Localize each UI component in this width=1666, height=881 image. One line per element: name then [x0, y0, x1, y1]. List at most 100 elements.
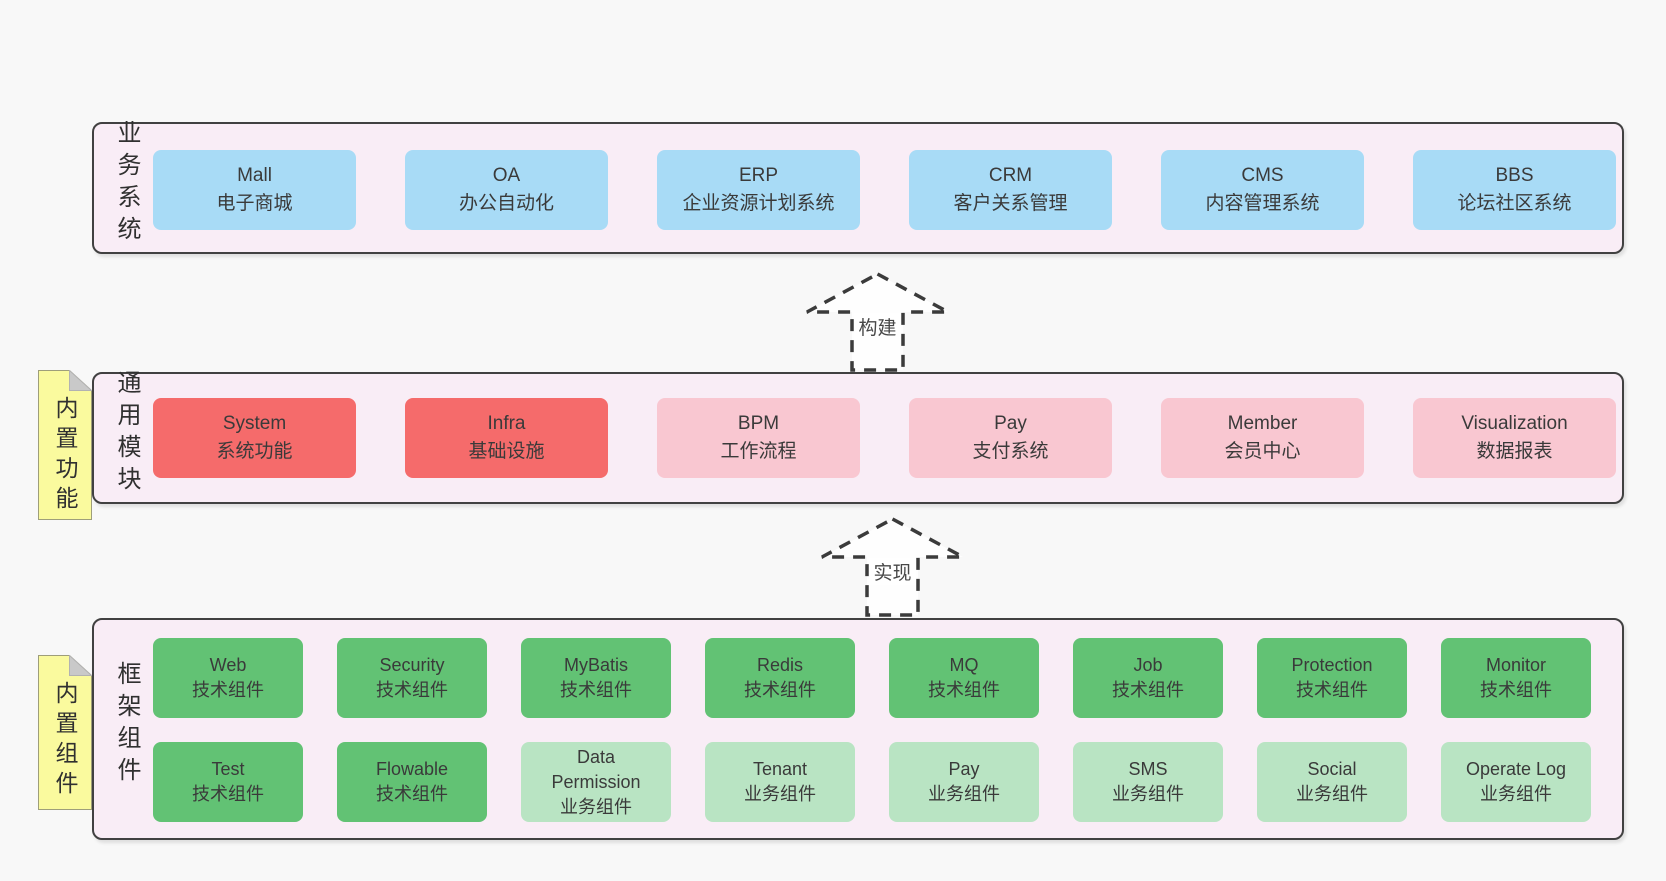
box-desc: 办公自动化 — [458, 193, 554, 214]
sticky-note-shape — [38, 370, 92, 520]
box-social: Social 业务组件 — [1257, 742, 1407, 822]
box-monitor: Monitor 技术组件 — [1441, 638, 1591, 718]
box-data-permission: Data Permission 业务组件 — [521, 742, 671, 822]
box-desc: 工作流程 — [720, 441, 797, 462]
box-name: Visualization — [1461, 413, 1568, 434]
box-name: SMS — [1128, 759, 1168, 779]
box-name: Pay — [994, 413, 1027, 434]
box-flowable: Flowable 技术组件 — [337, 742, 487, 822]
sticky-note-shape — [38, 655, 92, 810]
box-name: Social — [1307, 759, 1357, 779]
box-name: Redis — [756, 655, 804, 675]
box-desc: 技术组件 — [1480, 680, 1552, 700]
box-name: OA — [492, 165, 521, 186]
box-desc: 技术组件 — [192, 680, 264, 700]
box-system: System 系统功能 — [153, 398, 356, 478]
box-desc: 系统功能 — [216, 441, 293, 462]
box-name: Protection — [1291, 655, 1373, 675]
box-name: BPM — [737, 413, 780, 434]
fold-corner-icon — [69, 370, 92, 391]
box-desc: 企业资源计划系统 — [682, 193, 835, 214]
box-name: Job — [1133, 655, 1163, 675]
box-name: CRM — [988, 165, 1033, 186]
box-name: Test — [211, 759, 245, 779]
box-infra: Infra 基础设施 — [405, 398, 608, 478]
box-security: Security 技术组件 — [337, 638, 487, 718]
box-desc: 业务组件 — [1296, 784, 1368, 804]
sticky-note-text: 内置功能 — [52, 396, 78, 516]
sticky-note-built-in-functions: 内置功能 — [38, 370, 92, 520]
box-redis: Redis 技术组件 — [705, 638, 855, 718]
box-desc: 业务组件 — [1480, 784, 1552, 804]
box-desc: 业务组件 — [928, 784, 1000, 804]
box-name: ERP — [738, 165, 779, 186]
box-name: MyBatis — [563, 655, 628, 675]
box-test: Test 技术组件 — [153, 742, 303, 822]
box-sms: SMS 业务组件 — [1073, 742, 1223, 822]
box-operate-log: Operate Log 业务组件 — [1441, 742, 1591, 822]
box-desc: 电子商城 — [216, 193, 293, 214]
box-web: Web 技术组件 — [153, 638, 303, 718]
box-name: Pay — [948, 759, 980, 779]
arrow-implement-label: 实现 — [820, 558, 965, 585]
arrow-build-label: 构建 — [805, 313, 950, 340]
box-crm: CRM 客户关系管理 — [909, 150, 1112, 230]
panel-components-label: 框架组件 — [113, 661, 140, 789]
box-oa: OA 办公自动化 — [405, 150, 608, 230]
box-desc: 会员中心 — [1224, 441, 1301, 462]
panel-framework-components: 框架组件 Web 技术组件 Security 技术组件 MyBatis 技术组件… — [92, 618, 1624, 840]
box-desc: 论坛社区系统 — [1457, 193, 1572, 214]
sticky-note-text: 内置组件 — [52, 681, 78, 801]
panel-business-label: 业务系统 — [113, 120, 140, 248]
box-desc: 技术组件 — [744, 680, 816, 700]
box-erp: ERP 企业资源计划系统 — [657, 150, 860, 230]
box-desc: 支付系统 — [972, 441, 1049, 462]
box-pay-biz: Pay 业务组件 — [889, 742, 1039, 822]
box-desc: 基础设施 — [468, 441, 545, 462]
box-protection: Protection 技术组件 — [1257, 638, 1407, 718]
box-name: Security — [379, 655, 445, 675]
box-desc: 技术组件 — [928, 680, 1000, 700]
box-desc: 内容管理系统 — [1205, 193, 1320, 214]
box-name: Web — [209, 655, 247, 675]
components-row-1: Web 技术组件 Security 技术组件 MyBatis 技术组件 Redi… — [153, 638, 1591, 718]
box-desc: 业务组件 — [744, 784, 816, 804]
box-name: MQ — [949, 655, 979, 675]
box-name: System — [222, 413, 287, 434]
panel-business-systems: 业务系统 Mall 电子商城 OA 办公自动化 ERP 企业资源计划系统 CRM… — [92, 120, 1624, 254]
box-name: Operate Log — [1465, 759, 1567, 779]
box-name: Monitor — [1485, 655, 1547, 675]
panel-modules-label: 通用模块 — [113, 370, 140, 498]
box-desc: 技术组件 — [376, 784, 448, 804]
box-desc: 数据报表 — [1476, 441, 1553, 462]
box-desc: 技术组件 — [376, 680, 448, 700]
box-name: Data Permission — [551, 746, 641, 792]
components-row-2: Test 技术组件 Flowable 技术组件 Data Permission … — [153, 742, 1591, 822]
box-pay: Pay 支付系统 — [909, 398, 1112, 478]
box-bpm: BPM 工作流程 — [657, 398, 860, 478]
box-mybatis: MyBatis 技术组件 — [521, 638, 671, 718]
box-desc: 技术组件 — [1112, 680, 1184, 700]
box-name: CMS — [1241, 165, 1284, 186]
box-desc: 业务组件 — [1112, 784, 1184, 804]
panel-common-modules: 通用模块 System 系统功能 Infra 基础设施 BPM 工作流程 Pay… — [92, 370, 1624, 504]
box-desc: 客户关系管理 — [953, 193, 1068, 214]
box-member: Member 会员中心 — [1161, 398, 1364, 478]
box-name: Member — [1227, 413, 1298, 434]
box-desc: 技术组件 — [1296, 680, 1368, 700]
business-box-row: Mall 电子商城 OA 办公自动化 ERP 企业资源计划系统 CRM 客户关系… — [153, 150, 1616, 230]
box-name: BBS — [1495, 165, 1534, 186]
box-desc: 业务组件 — [560, 796, 632, 817]
sticky-note-built-in-components: 内置组件 — [38, 655, 92, 810]
box-name: Mall — [237, 165, 272, 186]
box-mq: MQ 技术组件 — [889, 638, 1039, 718]
box-job: Job 技术组件 — [1073, 638, 1223, 718]
box-name: Infra — [487, 413, 526, 434]
box-cms: CMS 内容管理系统 — [1161, 150, 1364, 230]
box-bbs: BBS 论坛社区系统 — [1413, 150, 1616, 230]
up-arrow-build: 构建 — [805, 272, 950, 372]
box-desc: 技术组件 — [192, 784, 264, 804]
box-name: Tenant — [752, 759, 808, 779]
box-name: Flowable — [375, 759, 449, 779]
box-tenant: Tenant 业务组件 — [705, 742, 855, 822]
